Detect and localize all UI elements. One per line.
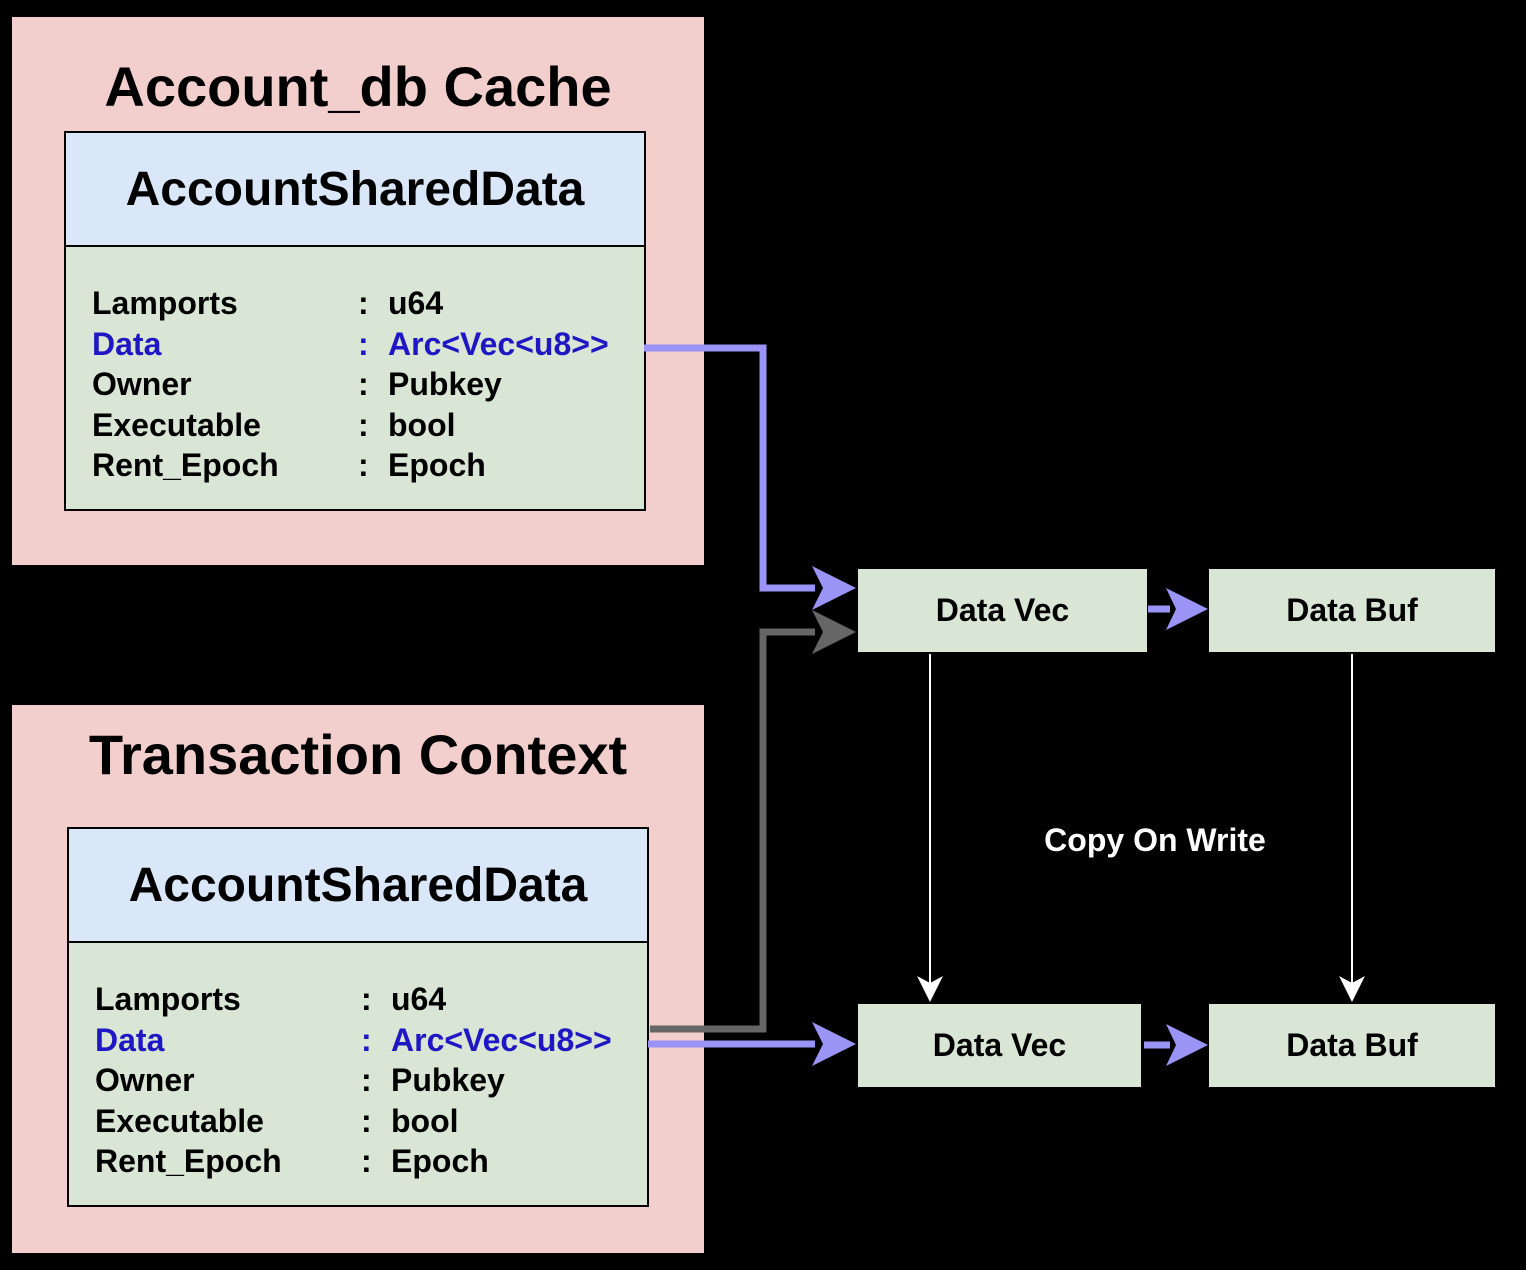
field-type: u64	[388, 285, 444, 321]
field-separator: :	[358, 406, 369, 443]
tx-field-rent-epoch: Rent_Epoch : Epoch	[69, 1141, 647, 1182]
tx-account-shared-data: AccountSharedData Lamports : u64 Data : …	[67, 827, 649, 1207]
field-name: Executable	[95, 1102, 264, 1139]
cow-vec-arrowhead	[917, 976, 943, 1002]
field-separator: :	[358, 285, 369, 321]
field-separator: :	[358, 325, 369, 362]
cache-field-lamports: Lamports : u64	[66, 283, 644, 324]
field-type: u64	[391, 981, 447, 1017]
top-vec-to-buf-arrowhead	[1166, 588, 1208, 630]
field-type: Arc<Vec<u8>>	[391, 1021, 612, 1058]
account-db-cache-group: Account_db Cache AccountSharedData Lampo…	[12, 17, 704, 565]
field-name: Rent_Epoch	[95, 1143, 282, 1179]
field-type: Epoch	[388, 447, 486, 483]
cache-struct-header: AccountSharedData	[66, 133, 644, 247]
field-name: Rent_Epoch	[92, 447, 279, 483]
cow-buf-arrowhead	[1339, 976, 1365, 1002]
copy-on-write-label: Copy On Write	[1044, 822, 1266, 858]
cache-field-owner: Owner : Pubkey	[66, 364, 644, 405]
field-name: Data	[92, 325, 162, 362]
tx-data-ref-arrowhead	[812, 1022, 856, 1066]
field-type: Epoch	[391, 1143, 489, 1179]
tx-field-data: Data : Arc<Vec<u8>>	[69, 1020, 647, 1061]
cache-struct-fields: Lamports : u64 Data : Arc<Vec<u8>> Owner…	[66, 247, 644, 486]
bottom-data-buf-node: Data Buf	[1209, 1004, 1495, 1087]
cache-data-ref-arrow	[644, 344, 815, 592]
field-name: Owner	[92, 366, 192, 402]
top-data-vec-node: Data Vec	[858, 569, 1147, 652]
field-separator: :	[358, 447, 369, 483]
field-name: Owner	[95, 1062, 195, 1098]
field-name: Lamports	[95, 981, 241, 1017]
account-db-cache-title: Account_db Cache	[104, 55, 612, 118]
field-separator: :	[361, 1062, 372, 1098]
tx-field-lamports: Lamports : u64	[69, 979, 647, 1020]
field-name: Data	[95, 1021, 165, 1058]
cache-account-shared-data: AccountSharedData Lamports : u64 Data : …	[64, 131, 646, 511]
tx-struct-header: AccountSharedData	[69, 829, 647, 943]
field-name: Lamports	[92, 285, 238, 321]
tx-field-owner: Owner : Pubkey	[69, 1060, 647, 1101]
transaction-context-title: Transaction Context	[88, 723, 628, 786]
field-separator: :	[358, 366, 369, 402]
bottom-vec-to-buf-arrowhead	[1166, 1024, 1208, 1066]
field-type: Pubkey	[391, 1062, 505, 1098]
field-type: bool	[391, 1102, 459, 1139]
top-data-buf-node: Data Buf	[1209, 569, 1495, 652]
field-type: bool	[388, 406, 456, 443]
tx-field-executable: Executable : bool	[69, 1101, 647, 1142]
cache-data-ref-arrowhead	[812, 566, 856, 610]
tx-struct-fields: Lamports : u64 Data : Arc<Vec<u8>> Owner…	[69, 943, 647, 1182]
tx-data-old-ref-arrowhead	[812, 610, 856, 654]
field-type: Pubkey	[388, 366, 502, 402]
bottom-data-vec-node: Data Vec	[858, 1004, 1141, 1087]
field-type: Arc<Vec<u8>>	[388, 325, 609, 362]
field-name: Executable	[92, 406, 261, 443]
cache-field-data: Data : Arc<Vec<u8>>	[66, 324, 644, 365]
transaction-context-group: Transaction Context AccountSharedData La…	[12, 705, 704, 1253]
cache-field-rent-epoch: Rent_Epoch : Epoch	[66, 445, 644, 486]
field-separator: :	[361, 981, 372, 1017]
tx-data-old-ref-arrow	[650, 628, 815, 1033]
field-separator: :	[361, 1021, 372, 1058]
cache-field-executable: Executable : bool	[66, 405, 644, 446]
field-separator: :	[361, 1102, 372, 1139]
field-separator: :	[361, 1143, 372, 1179]
